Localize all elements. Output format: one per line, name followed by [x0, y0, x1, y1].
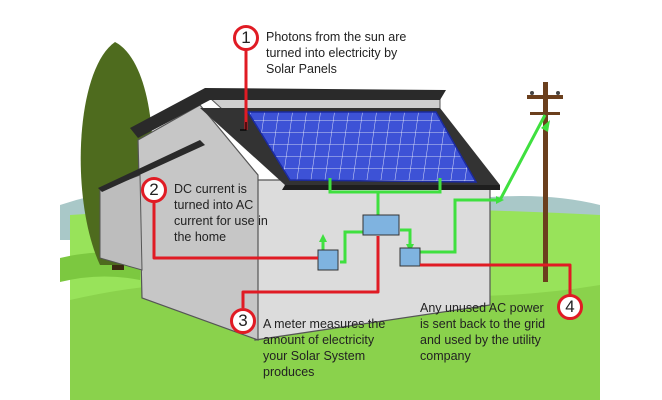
- panel-output-line: [328, 178, 442, 194]
- callout-text-1: Photons from the sun are turned into ele…: [266, 30, 407, 76]
- solar-panel: [246, 111, 478, 183]
- callout-number-4: 4: [557, 294, 583, 320]
- callout-text-3: A meter measures the amount of electrici…: [263, 317, 386, 379]
- callout-line-3: [241, 236, 380, 308]
- panel-box: [317, 249, 339, 271]
- inverter-box: [362, 214, 400, 236]
- callout-text-2: DC current is turned into AC current for…: [174, 182, 268, 244]
- utility-pole: [527, 82, 563, 282]
- callout-number-1: 1: [233, 25, 259, 51]
- callout-lines: [152, 50, 572, 308]
- callout-number-2: 2: [141, 177, 167, 203]
- inverter-to-house-line: [340, 230, 365, 264]
- inverter-to-meter-line: [400, 228, 412, 248]
- meter-box: [399, 247, 421, 267]
- callout-number-3: 3: [230, 308, 256, 334]
- callout-line-4: [420, 263, 572, 300]
- meter-to-grid-line: [420, 114, 547, 254]
- callout-1-pointer: [240, 122, 247, 131]
- callout-text-4: Any unused AC power is sent back to the …: [420, 301, 546, 363]
- callout-line-2: [152, 200, 318, 260]
